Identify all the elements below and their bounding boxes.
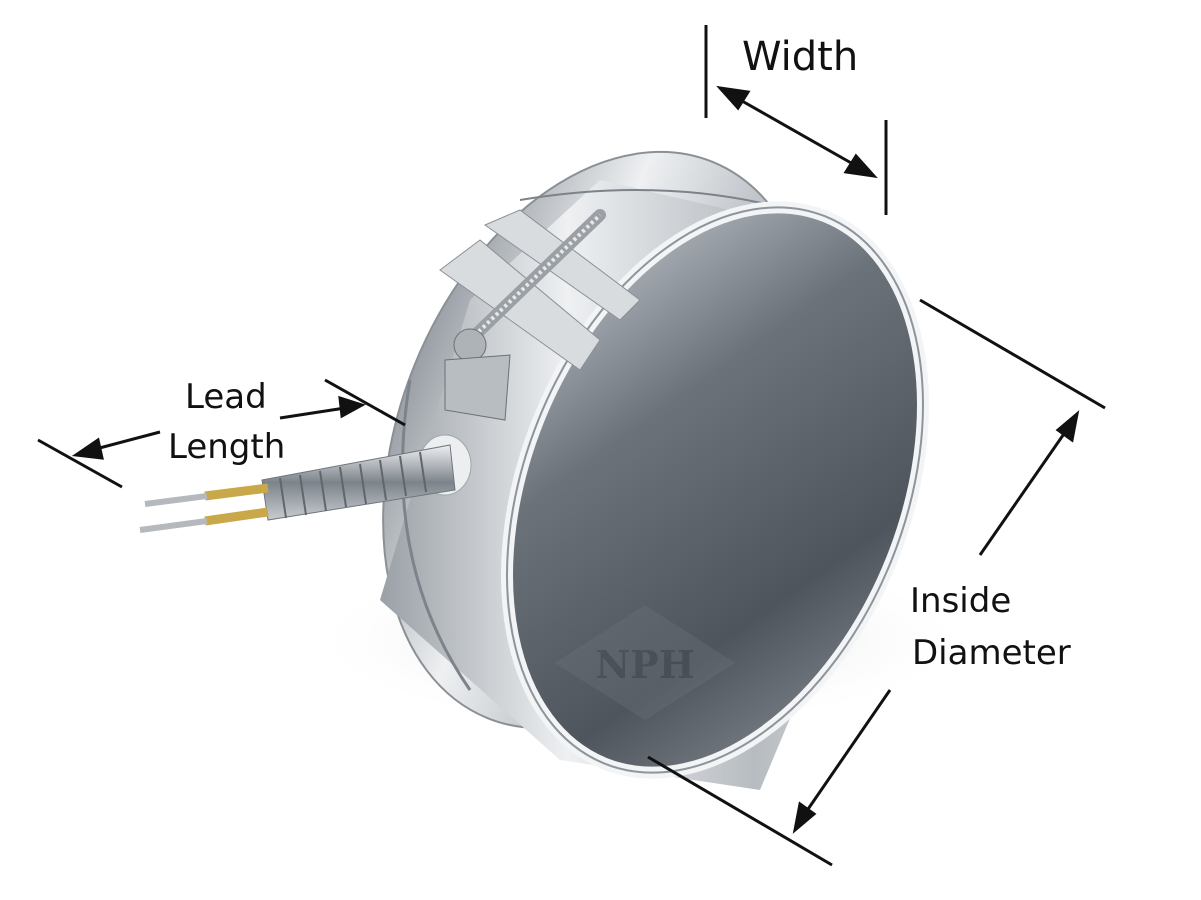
coil-turns [279, 451, 427, 519]
dimension-lines [37, 25, 1106, 867]
logo-text: NPH [595, 642, 694, 687]
arrowhead-icon [71, 437, 104, 460]
band-heater: NPH [380, 150, 929, 790]
band-groove [401, 379, 472, 691]
length-label: Length [168, 427, 285, 467]
lead-arrow-right [279, 406, 346, 420]
width-label: Width [742, 34, 858, 80]
lead-label: Lead [185, 377, 267, 417]
diameter-arrow-up [978, 427, 1070, 556]
diameter-extension-bottom [647, 755, 833, 867]
clamp-screw-thread [468, 213, 602, 342]
lead-extension-left [37, 438, 123, 489]
arrowhead-icon [338, 395, 366, 419]
diameter-label: Diameter [912, 633, 1071, 673]
clamp-bar-left [439, 239, 601, 371]
clamp-bar-right [483, 209, 641, 321]
inside-label: Inside [910, 581, 1011, 621]
arrowhead-icon [792, 801, 817, 834]
clamp-strap [444, 354, 511, 421]
lead-wire [139, 434, 472, 533]
diameter-arrow-down [802, 689, 892, 816]
band-rim [506, 206, 924, 774]
bare-strand-lower [139, 518, 208, 533]
arrowhead-icon [1055, 410, 1080, 443]
armor-coil [261, 444, 456, 521]
arrowhead-icon [716, 85, 751, 111]
arrowhead-icon [843, 153, 878, 179]
lead-wire-upper [204, 483, 269, 501]
lead-wire-lower [204, 507, 269, 526]
lead-extension-right [324, 378, 406, 427]
diameter-extension-top [919, 298, 1106, 410]
width-arrow [734, 95, 861, 170]
screw-head [453, 328, 487, 362]
lead-arrow-left [91, 430, 161, 452]
bare-strand-upper [144, 493, 208, 507]
nph-logo: NPH [555, 605, 735, 720]
